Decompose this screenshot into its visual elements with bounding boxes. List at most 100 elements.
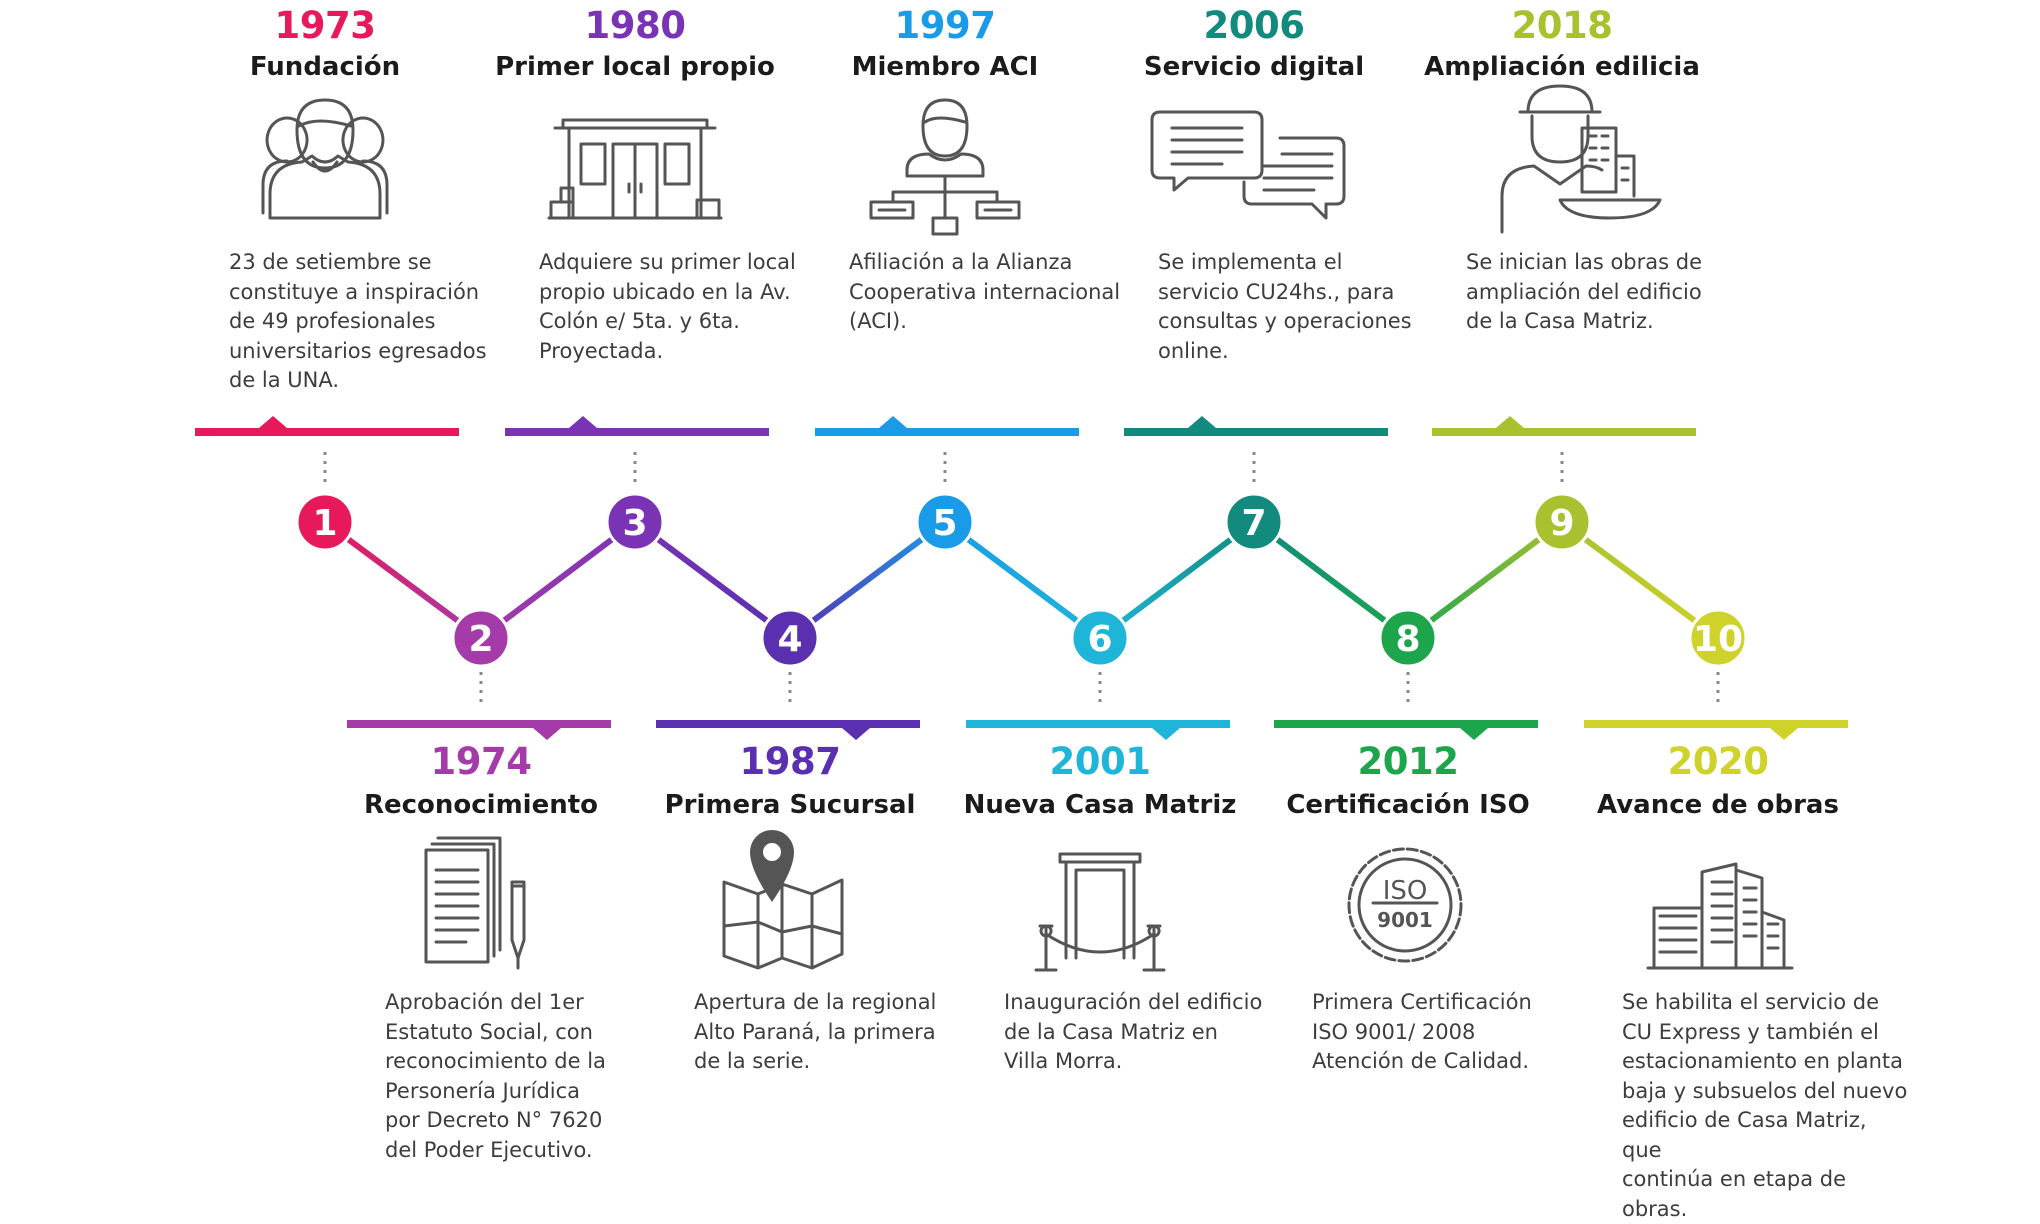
node-circle — [1688, 608, 1748, 668]
event-year: 2012 — [1357, 740, 1459, 783]
node-circle — [1532, 492, 1592, 552]
node-number: 1 — [312, 503, 337, 544]
timeline-node-5: 5 — [915, 492, 975, 552]
node-number: 9 — [1549, 503, 1574, 544]
timeline-segment — [943, 519, 1102, 641]
timeline-brackets — [195, 416, 1848, 740]
node-number: 6 — [1087, 619, 1112, 660]
event-title: Fundación — [249, 52, 401, 82]
timeline-node-3: 3 — [605, 492, 665, 552]
iso-seal-line1: ISO — [1383, 876, 1428, 906]
timeline-segment — [479, 519, 637, 641]
timeline-segment — [1098, 519, 1256, 641]
timeline-segment — [1406, 519, 1564, 641]
chat-bubbles-icon — [1150, 110, 1346, 220]
event-bracket-pointer — [1460, 728, 1488, 740]
event-year: 2001 — [1049, 740, 1151, 783]
event-title: Primera Sucursal — [664, 790, 916, 820]
network-person-icon — [869, 98, 1021, 236]
event-bracket-pointer — [259, 416, 287, 428]
timeline-segment — [788, 519, 947, 641]
timeline-segment — [323, 519, 483, 641]
event-bracket-pointer — [569, 416, 597, 428]
event-title: Primer local propio — [495, 52, 775, 82]
node-circle — [760, 608, 820, 668]
node-number: 5 — [932, 503, 957, 544]
buildings-icon — [1646, 862, 1794, 970]
iso-seal-line2: 9001 — [1377, 908, 1433, 932]
event-year: 1974 — [430, 740, 532, 783]
construction-worker-icon — [1500, 84, 1662, 234]
node-circle — [605, 492, 665, 552]
node-number: 7 — [1241, 503, 1266, 544]
node-number: 2 — [468, 619, 493, 660]
timeline-node-10: 10 — [1688, 608, 1748, 668]
event-description: Afiliación a la Alianza Cooperativa inte… — [849, 250, 1121, 333]
node-circle — [915, 492, 975, 552]
event-description: Aprobación del 1er Estatuto Social, con … — [385, 990, 606, 1162]
node-number: 3 — [622, 503, 647, 544]
event-bracket-pointer — [1496, 416, 1524, 428]
timeline-zigzag — [14, 519, 2034, 641]
timeline-node-2: 2 — [451, 608, 511, 668]
event-year: 2020 — [1667, 740, 1769, 783]
event-title: Avance de obras — [1597, 790, 1839, 820]
node-circle — [295, 492, 355, 552]
document-pen-icon — [424, 836, 526, 970]
event-description: Primera Certificación ISO 9001/ 2008 Ate… — [1312, 990, 1532, 1073]
event-title: Nueva Casa Matriz — [963, 790, 1237, 820]
doorway-rope-icon — [1034, 852, 1166, 972]
event-year: 1997 — [894, 4, 996, 47]
event-year: 1980 — [584, 4, 686, 47]
event-description: Inauguración del edificio de la Casa Mat… — [1004, 990, 1263, 1073]
timeline-node-8: 8 — [1378, 608, 1438, 668]
iso-seal-icon: ISO 9001 — [1347, 847, 1463, 963]
event-title: Servicio digital — [1143, 52, 1365, 82]
storefront-icon — [547, 118, 723, 220]
event-description: Apertura de la regional Alto Paraná, la … — [694, 990, 937, 1073]
node-circle — [1378, 608, 1438, 668]
event-title: Miembro ACI — [851, 52, 1039, 82]
event-description: Se implementa el servicio CU24hs., para … — [1158, 250, 1412, 363]
map-pin-icon — [722, 830, 844, 970]
node-number: 10 — [1693, 619, 1743, 660]
event-bracket-pointer — [842, 728, 870, 740]
event-year: 1987 — [739, 740, 841, 783]
event-bracket-pointer — [1188, 416, 1216, 428]
node-number: 4 — [777, 619, 802, 660]
event-title: Ampliación edilicia — [1424, 52, 1700, 82]
event-bracket-pointer — [879, 416, 907, 428]
event-bracket-pointer — [533, 728, 561, 740]
timeline-diagram: 1 2 3 4 5 6 7 8 9 10 — [14, 84, 2034, 972]
event-year: 2006 — [1203, 4, 1305, 47]
timeline-icons: ISO 9001 — [261, 84, 1794, 972]
people-group-icon — [261, 98, 389, 220]
event-description: Se inician las obras de ampliación del e… — [1466, 250, 1703, 333]
timeline-nodes: 1 2 3 4 5 6 7 8 9 10 — [295, 492, 1748, 668]
event-year: 1973 — [274, 4, 376, 47]
node-circle — [451, 608, 511, 668]
node-number: 8 — [1395, 619, 1420, 660]
event-bracket-pointer — [1770, 728, 1798, 740]
timeline-node-6: 6 — [1070, 608, 1130, 668]
timeline-node-1: 1 — [295, 492, 355, 552]
event-description: Adquiere su primer local propio ubicado … — [539, 250, 796, 363]
timeline-node-9: 9 — [1532, 492, 1592, 552]
timeline-segment — [633, 519, 792, 641]
event-title: Certificación ISO — [1286, 790, 1530, 820]
event-description: 23 de setiembre se constituye a inspirac… — [229, 250, 487, 392]
event-description: Se habilita el servicio de CU Express y … — [1622, 990, 1908, 1221]
event-title: Reconocimiento — [363, 790, 599, 820]
timeline-segment — [1252, 519, 1410, 641]
node-circle — [1070, 608, 1130, 668]
